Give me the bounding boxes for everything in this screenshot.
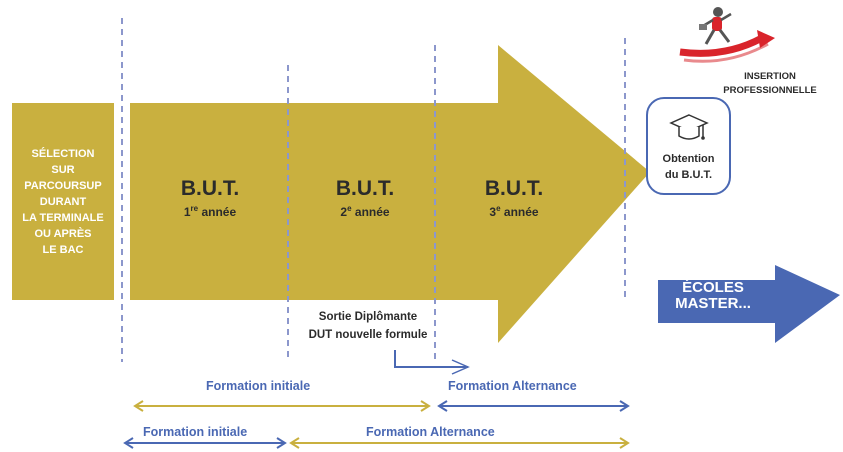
graduation-cap-icon <box>669 114 709 140</box>
selection-text: SÉLECTION SUR PARCOURSUP DURANT LA TERMI… <box>12 103 114 300</box>
but-year-3: B.U.T. 3e année <box>454 177 574 220</box>
year-ordinal: 2 <box>340 205 348 219</box>
year-label: année <box>198 205 237 219</box>
timeline-row1-initiale-label: Formation initiale <box>206 379 311 393</box>
sortie-connector-arrowhead <box>451 359 470 375</box>
selection-box <box>12 103 114 300</box>
but-arrow-shape <box>130 45 650 343</box>
obtention-box: Obtention du B.U.T. <box>646 97 731 195</box>
insertion-line1: INSERTION <box>744 71 796 82</box>
but-year-title: B.U.T. <box>180 177 240 200</box>
insertion-label: INSERTION PROFESSIONNELLE <box>700 70 840 98</box>
sortie-diplomante-label: Sortie Diplômante DUT nouvelle formule <box>278 308 458 344</box>
but-year-2: B.U.T. 2e année <box>305 177 425 220</box>
timeline-row2-alternance-arrow <box>289 437 630 449</box>
sortie-line2: DUT nouvelle formule <box>308 329 428 341</box>
but-year-label: 1re année <box>150 201 270 220</box>
insertion-line2: PROFESSIONNELLE <box>723 85 817 96</box>
runner-arrow-icon <box>679 7 775 63</box>
selection-line: LE BAC <box>42 243 84 256</box>
year-ordinal: 3 <box>489 205 497 219</box>
timeline-row2-alternance-label: Formation Alternance <box>366 425 495 439</box>
selection-line: SÉLECTION <box>31 147 95 160</box>
timeline-row1-alternance-label: Formation Alternance <box>448 379 577 393</box>
selection-line: SUR <box>51 163 75 176</box>
but-year-title: B.U.T. <box>484 177 544 200</box>
selection-line: DURANT <box>39 195 87 208</box>
ecoles-arrow-shape <box>658 265 840 343</box>
timeline-row2-initiale-arrow <box>123 437 287 449</box>
sortie-line1: Sortie Diplômante <box>318 311 418 323</box>
obtention-line2: du B.U.T. <box>664 169 713 181</box>
obtention-line1: Obtention <box>662 153 715 165</box>
timeline-row1-alternance-arrow <box>437 400 630 412</box>
timeline-row2-initiale-label: Formation initiale <box>143 425 248 439</box>
year-suffix: e <box>496 204 501 213</box>
timeline-row1-initiale-arrow <box>133 400 431 412</box>
ecoles-line1: ÉCOLES <box>682 279 744 296</box>
obtention-text: Obtention du B.U.T. <box>648 151 729 183</box>
selection-line: LA TERMINALE <box>22 211 104 224</box>
year-label: année <box>351 205 390 219</box>
year-suffix: e <box>347 204 352 213</box>
selection-line: OU APRÈS <box>34 227 92 240</box>
but-year-1: B.U.T. 1re année <box>150 177 270 220</box>
but-year-label: 2e année <box>305 201 425 220</box>
ecoles-line2: MASTER... <box>675 295 751 312</box>
year-ordinal: 1 <box>183 205 191 219</box>
year-suffix: re <box>190 204 199 213</box>
but-year-title: B.U.T. <box>335 177 395 200</box>
ecoles-master-label: ÉCOLES MASTER... <box>658 280 768 312</box>
selection-line: PARCOURSUP <box>24 179 102 192</box>
year-label: année <box>500 205 539 219</box>
but-year-label: 3e année <box>454 201 574 220</box>
sortie-connector-arrow <box>394 350 468 368</box>
